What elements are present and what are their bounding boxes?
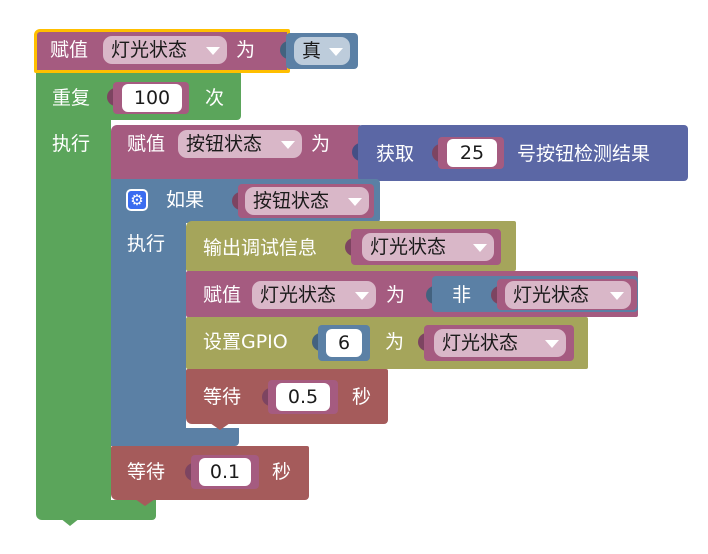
print-value-tab (345, 238, 354, 256)
chevron-down-icon (348, 198, 362, 206)
gpio-pin-tab (312, 333, 321, 351)
wait-outer-unit-label: 秒 (272, 461, 292, 483)
set-button-keyword: 赋值 (127, 133, 166, 155)
set-light-variable-dropdown[interactable]: 灯光状态 (103, 36, 227, 64)
wait-inner-value-field[interactable]: 0.5 (276, 383, 330, 411)
get-button-label: 获取 (376, 143, 415, 165)
toggle-not-tab (426, 286, 435, 304)
repeat-keyword: 重复 (52, 87, 91, 109)
chevron-down-icon (329, 48, 343, 56)
chevron-down-icon (206, 47, 220, 55)
set-light-to-label: 为 (236, 39, 256, 61)
get-button-result-label: 号按钮检测结果 (517, 143, 651, 165)
repeat-block-foot (36, 500, 156, 520)
chevron-down-icon (355, 292, 369, 300)
if-block-arm (111, 221, 186, 446)
chevron-down-icon (281, 141, 295, 149)
toggle-keyword: 赋值 (203, 284, 242, 306)
logic-not-value-tab (491, 286, 500, 304)
logic-true-dropdown[interactable]: 真 (294, 37, 350, 65)
repeat-block-arm (36, 118, 111, 513)
wait-outer-label: 等待 (127, 461, 166, 483)
if-condition-variable-dropdown[interactable]: 按钮状态 (245, 187, 369, 215)
if-do-label: 执行 (127, 233, 166, 255)
wait-outer-value-field[interactable]: 0.1 (199, 458, 251, 486)
gpio-variable-dropdown[interactable]: 灯光状态 (434, 329, 566, 357)
chevron-down-icon (610, 292, 624, 300)
toggle-to-label: 为 (386, 284, 406, 306)
set-light-value-tab (280, 41, 289, 59)
set-light-keyword: 赋值 (50, 39, 89, 61)
if-keyword: 如果 (166, 189, 205, 211)
if-condition-tab (232, 192, 241, 210)
logic-not-variable-dropdown[interactable]: 灯光状态 (505, 281, 631, 309)
gpio-to-label: 为 (385, 331, 405, 353)
wait-inner-value-tab (262, 388, 271, 406)
chevron-down-icon (545, 340, 559, 348)
wait-inner-label: 等待 (203, 386, 242, 408)
wait-inner-bottom-notch (210, 423, 230, 430)
wait-outer-bottom-notch (135, 499, 155, 506)
wait-inner-unit-label: 秒 (352, 386, 372, 408)
get-button-tab (352, 143, 361, 161)
logic-not-label: 非 (452, 284, 472, 306)
set-button-to-label: 为 (311, 133, 331, 155)
repeat-count-field[interactable]: 100 (122, 84, 182, 112)
set-button-variable-dropdown[interactable]: 按钮状态 (178, 130, 302, 158)
toggle-variable-dropdown[interactable]: 灯光状态 (252, 281, 376, 309)
repeat-bottom-notch (60, 518, 80, 526)
get-button-pin-tab (432, 144, 441, 162)
repeat-count-tab (107, 88, 116, 106)
gpio-pin-field[interactable]: 6 (326, 329, 362, 357)
if-block-foot (111, 428, 239, 446)
repeat-do-label: 执行 (52, 133, 91, 155)
chevron-down-icon (473, 244, 487, 252)
get-button-pin-field[interactable]: 25 (447, 139, 497, 167)
print-label: 输出调试信息 (203, 237, 318, 259)
wait-outer-value-tab (185, 463, 194, 481)
gear-icon[interactable]: ⚙ (126, 189, 148, 211)
get-button-result-block[interactable] (358, 125, 688, 181)
print-variable-dropdown[interactable]: 灯光状态 (362, 233, 494, 261)
repeat-times-label: 次 (205, 87, 225, 109)
gpio-label: 设置GPIO (203, 331, 288, 353)
gpio-value-tab (418, 333, 427, 351)
